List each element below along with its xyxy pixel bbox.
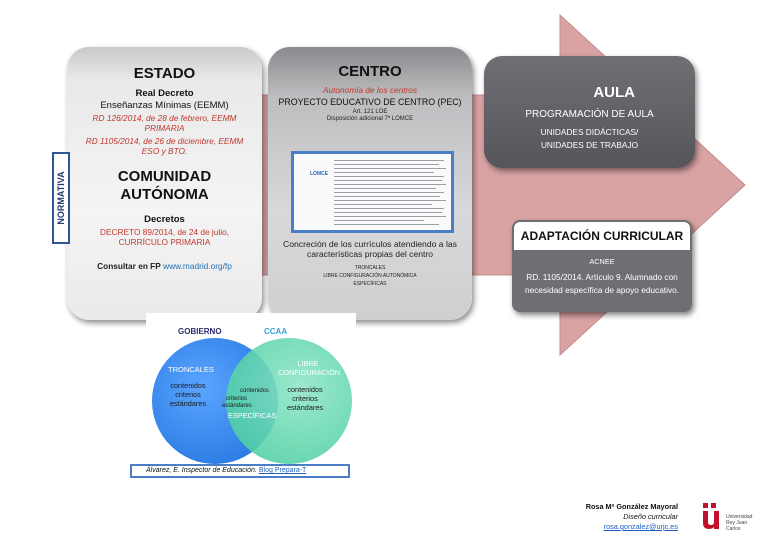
venn-left-list: contenidos criterios estándares	[169, 381, 207, 408]
doc-line	[334, 164, 439, 165]
author-email[interactable]: rosa.gonzalez@urjc.es	[603, 522, 678, 531]
doc-line	[334, 168, 446, 169]
centro-pec: PROYECTO EDUCATIVO DE CENTRO (PEC)	[278, 97, 462, 107]
normativa-label-box: NORMATIVA	[52, 152, 70, 244]
centro-concrecion: Concreción de los currículos atendiendo …	[283, 239, 457, 259]
doc-line	[334, 188, 436, 189]
caption-text: Álvarez, E. Inspector de Educación.	[146, 467, 257, 474]
source-caption: Álvarez, E. Inspector de Educación. Blog…	[130, 464, 350, 478]
doc-line	[334, 160, 444, 161]
adaptacion-body: ACNEE RD. 1105/2014. Artículo 9. Alumnad…	[514, 250, 690, 310]
adaptacion-rd: RD. 1105/2014. Artículo 9. Alumnado con …	[524, 272, 680, 295]
aula-programacion: PROGRAMACIÓN DE AULA	[525, 109, 654, 120]
logo-text-1: Universidad	[726, 514, 753, 520]
estado-rd-primaria: RD 126/2014, de 28 de febrero, EEMM PRIM…	[92, 113, 237, 133]
venn-troncales: TRONCALES	[168, 365, 214, 374]
adaptacion-acnee: ACNEE	[589, 257, 615, 266]
venn-gobierno-label: GOBIERNO	[178, 327, 222, 336]
urjc-logo: Universidad Rey Juan Carlos	[702, 502, 762, 532]
centro-title: CENTRO	[338, 63, 402, 80]
estado-rd-eso: RD 1105/2014, de 26 de diciembre, EEMM E…	[85, 136, 244, 156]
doc-line	[334, 224, 439, 225]
venn-circle-ccaa	[226, 338, 352, 464]
doc-line	[334, 212, 442, 213]
caption-link[interactable]: Blog Prepara-T	[258, 467, 307, 474]
decretos-label: Decretos	[144, 214, 185, 225]
comunidad-autonoma-title: COMUNIDAD AUTÓNOMA	[117, 168, 212, 203]
centro-disp: Disposición adicional 7ª LOMCE	[326, 116, 414, 122]
doc-line	[334, 172, 434, 173]
doc-line	[334, 180, 442, 181]
author-name: Rosa Mª González Mayoral	[585, 502, 678, 511]
doc-line	[334, 208, 444, 209]
logo-text-2: Rey Juan Carlos	[726, 520, 748, 532]
aula-ud: UNIDADES DIDÁCTICAS/	[540, 127, 639, 137]
aula-title: AULA	[593, 84, 635, 101]
doc-line	[334, 184, 446, 185]
normativa-label: NORMATIVA	[56, 171, 66, 225]
centro-autonomia: Autonomía de los centros	[322, 85, 418, 95]
venn-mid-contenidos: contenidos	[240, 388, 270, 394]
estado-eemm: Enseñanzas Mínimas (EEMM)	[100, 100, 229, 111]
venn-mid-criterios: criterios	[226, 396, 248, 402]
adaptacion-panel: ADAPTACIÓN CURRICULAR ACNEE RD. 1105/201…	[512, 220, 692, 312]
aula-panel: AULA PROGRAMACIÓN DE AULA UNIDADES DIDÁC…	[484, 56, 695, 168]
centro-libre: LIBRE CONFIGURACIÓN AUTONÓMICA	[323, 273, 417, 279]
venn-ccaa-label: CCAA	[264, 327, 288, 336]
aula-ut: UNIDADES DE TRABAJO	[540, 140, 639, 150]
doc-label: LOMCE	[310, 171, 329, 177]
estado-title: ESTADO	[133, 65, 196, 82]
author-block: Rosa Mª González Mayoral Diseño curricul…	[586, 502, 678, 532]
doc-line	[334, 204, 432, 205]
lomce-document-thumbnail: LOMCE	[291, 151, 454, 233]
venn-mid-estandares: estándares	[222, 403, 252, 409]
adaptacion-title: ADAPTACIÓN CURRICULAR	[514, 222, 690, 250]
estado-subtitle: Real Decreto	[135, 88, 194, 99]
doc-line	[334, 196, 440, 197]
centro-art: Art. 121 LOE	[352, 109, 388, 115]
urjc-logo-icon	[703, 503, 719, 529]
venn-especificas: ESPECÍFICAS	[228, 411, 277, 420]
author-role: Diseño curricular	[623, 512, 678, 521]
doc-line	[334, 192, 444, 193]
centro-troncales: TRONCALES	[354, 265, 386, 271]
venn-libre: LIBRE CONFIGURACIÓN	[278, 359, 341, 377]
consult-label: Consultar en FP	[97, 261, 161, 271]
decreto-primaria: DECRETO 89/2014, de 24 de julio, CURRÍCU…	[100, 227, 229, 247]
doc-line	[334, 176, 444, 177]
estado-panel: ESTADO Real Decreto Enseñanzas Mínimas (…	[67, 47, 262, 320]
consult-link[interactable]: www.madrid.org/fp	[163, 261, 232, 271]
centro-especificas: ESPECÍFICAS	[353, 281, 387, 287]
venn-right-list: contenidos criterios estándares	[286, 385, 324, 412]
venn-diagram: GOBIERNO CCAA TRONCALES LIBRE CONFIGURAC…	[146, 313, 356, 473]
doc-line	[334, 220, 424, 221]
doc-line	[334, 216, 446, 217]
doc-line	[334, 200, 446, 201]
consult-line: Consultar en FP www.madrid.org/fp	[67, 261, 262, 271]
